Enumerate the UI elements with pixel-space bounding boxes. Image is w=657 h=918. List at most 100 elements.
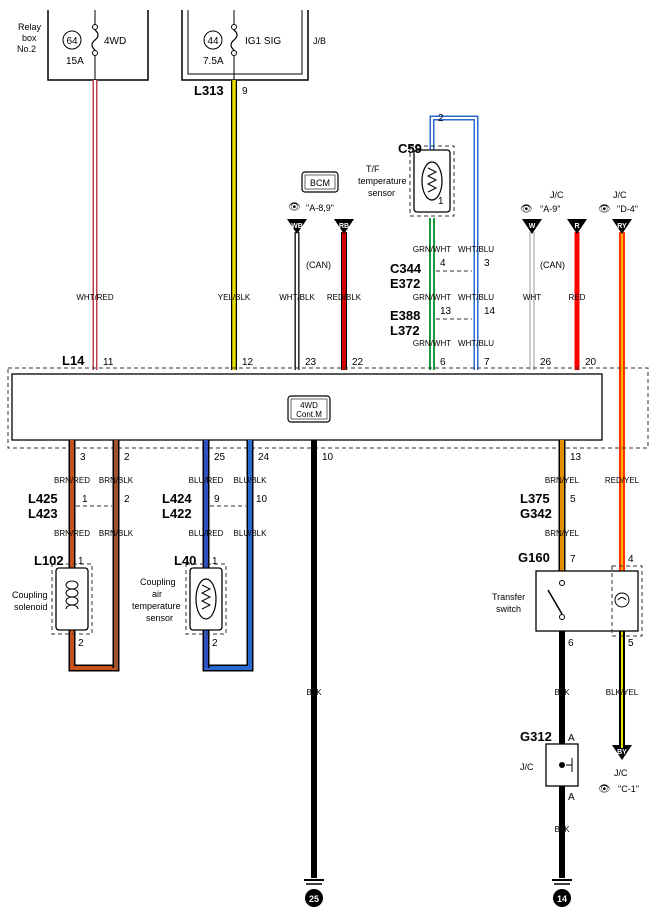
air-sensor-label-2: air bbox=[152, 589, 162, 599]
pin-l14-3: 3 bbox=[80, 452, 86, 463]
jc-c1-ref: "C-1" bbox=[618, 784, 639, 794]
pin-l14-22: 22 bbox=[352, 357, 364, 368]
flags: WB RB W R RY BY bbox=[287, 219, 632, 760]
fuse-4wd-icon bbox=[91, 29, 99, 51]
pin-l14-6: 6 bbox=[440, 357, 446, 368]
pin-l14-25: 25 bbox=[214, 452, 226, 463]
air-sensor-label-3: temperature bbox=[132, 601, 181, 611]
coupling-solenoid: Coupling solenoid bbox=[12, 563, 93, 635]
indicator-lamp-icon bbox=[617, 597, 627, 601]
jc-c1-ref-icon: 👁 bbox=[598, 784, 611, 795]
conn-c344: C344 bbox=[390, 261, 422, 276]
conn-l422: L422 bbox=[162, 506, 192, 521]
pin-l424-9: 9 bbox=[214, 494, 220, 505]
ground-25: 25 bbox=[309, 894, 319, 904]
fuse-ig1-number: 44 bbox=[207, 36, 219, 47]
pin-g160-6: 6 bbox=[568, 638, 574, 649]
fuse-4wd-number: 64 bbox=[66, 36, 78, 47]
jc-label: J/C bbox=[520, 762, 534, 772]
thermistor-icon bbox=[426, 167, 438, 193]
wire-wht: WHT bbox=[523, 293, 541, 302]
coupling-air-temperature-sensor: Coupling air temperature sensor bbox=[132, 563, 227, 635]
conn-l372: L372 bbox=[390, 323, 420, 338]
tf-sensor-label-2: temperature bbox=[358, 176, 407, 186]
jc-a9-ref: "A-9" bbox=[540, 204, 560, 214]
wire-blk-3: BLK bbox=[554, 825, 570, 834]
solenoid-label-1: Coupling bbox=[12, 590, 48, 600]
pin-l102-1: 1 bbox=[78, 556, 84, 567]
bcm-ref: "A-8,9" bbox=[306, 203, 334, 213]
fuse-ig1-name: IG1 SIG bbox=[245, 36, 281, 47]
relay-box-label-1: Relay bbox=[18, 22, 42, 32]
wire-grn-wht-1: GRN/WHT bbox=[413, 245, 451, 254]
pin-l14-10: 10 bbox=[322, 452, 334, 463]
junction-block: J/B 44 7.5A IG1 SIG bbox=[181, 10, 326, 81]
conn-l375: L375 bbox=[520, 491, 550, 506]
jc-a9-label: J/C bbox=[550, 190, 564, 200]
pin-c59-1: 1 bbox=[438, 196, 444, 207]
pin-l40-2: 2 bbox=[212, 638, 218, 649]
wire-yel-blk: YEL/BLK bbox=[218, 293, 251, 302]
wire-brn-blk-2: BRN/BLK bbox=[99, 529, 134, 538]
switch-label-1: Transfer bbox=[492, 592, 525, 602]
pin-c344-4: 4 bbox=[440, 258, 446, 269]
pin-l14-11: 11 bbox=[103, 357, 114, 368]
wire-brn-yel-2: BRN/YEL bbox=[545, 529, 580, 538]
flag-ry: RY bbox=[617, 223, 627, 230]
fuse-ig1-icon bbox=[230, 29, 238, 51]
pin-l14-13: 13 bbox=[570, 452, 582, 463]
coil-icon bbox=[65, 580, 79, 610]
conn-l14: L14 bbox=[62, 353, 85, 368]
pin-l14-26: 26 bbox=[540, 357, 552, 368]
pin-l425-2: 2 bbox=[124, 494, 130, 505]
4wd-control-module: 4WD Cont.M bbox=[7, 367, 649, 449]
ground-14-icon bbox=[553, 889, 571, 907]
module-label-2: Cont.M bbox=[296, 410, 322, 419]
pin-l375-5: 5 bbox=[570, 494, 576, 505]
pin-l40-1: 1 bbox=[212, 556, 218, 567]
fuse-4wd-name: 4WD bbox=[104, 36, 126, 47]
wire-blk-2: BLK bbox=[554, 688, 570, 697]
fuse-ig1-rating: 7.5A bbox=[203, 56, 224, 67]
conn-e372: E372 bbox=[390, 276, 420, 291]
solenoid-label-2: solenoid bbox=[14, 602, 48, 612]
conn-l40: L40 bbox=[174, 553, 196, 568]
grounds: 25 14 bbox=[304, 879, 572, 907]
tf-temperature-sensor: T/F temperature sensor bbox=[358, 145, 455, 217]
pin-l14-20: 20 bbox=[585, 357, 597, 368]
conn-l313: L313 bbox=[194, 83, 224, 98]
pin-9: 9 bbox=[242, 86, 248, 97]
thermistor-icon-2 bbox=[200, 584, 212, 610]
pin-l424-10: 10 bbox=[256, 494, 268, 505]
jc-c1-label: J/C bbox=[614, 768, 628, 778]
wire-brn-blk-1: BRN/BLK bbox=[99, 476, 134, 485]
wire-blu-blk-2: BLU/BLK bbox=[234, 529, 268, 538]
conn-c59: C59 bbox=[398, 141, 422, 156]
tf-sensor-label-3: sensor bbox=[368, 188, 395, 198]
ground-25-icon bbox=[305, 889, 323, 907]
wire-wht-blk: WHT/BLK bbox=[279, 293, 315, 302]
wire-blk-1: BLK bbox=[306, 688, 322, 697]
wire-blk-yel: BLK/YEL bbox=[606, 688, 639, 697]
wire-wht-blu-1: WHT/BLU bbox=[458, 245, 494, 254]
conn-l425: L425 bbox=[28, 491, 58, 506]
module-label-1: 4WD bbox=[300, 401, 318, 410]
air-sensor-label-1: Coupling bbox=[140, 577, 176, 587]
bcm-block: BCM 👁 "A-8,9" bbox=[288, 171, 339, 213]
inline-connectors bbox=[76, 270, 472, 507]
pin-l425-1: 1 bbox=[82, 494, 88, 505]
fuse-4wd-rating: 15A bbox=[66, 56, 84, 67]
pin-g160-4: 4 bbox=[628, 554, 634, 565]
wire-grn-wht-2: GRN/WHT bbox=[413, 293, 451, 302]
pin-g160-5: 5 bbox=[628, 638, 634, 649]
flag-by: BY bbox=[617, 749, 627, 756]
can-left: (CAN) bbox=[306, 260, 331, 270]
pin-l14-7: 7 bbox=[484, 357, 490, 368]
conn-g342: G342 bbox=[520, 506, 552, 521]
bcm-ref-icon: 👁 bbox=[288, 202, 301, 213]
pin-c344-3: 3 bbox=[484, 258, 490, 269]
wire-wht-blu-3: WHT/BLU bbox=[458, 339, 494, 348]
pin-g312-a2: A bbox=[568, 792, 575, 803]
